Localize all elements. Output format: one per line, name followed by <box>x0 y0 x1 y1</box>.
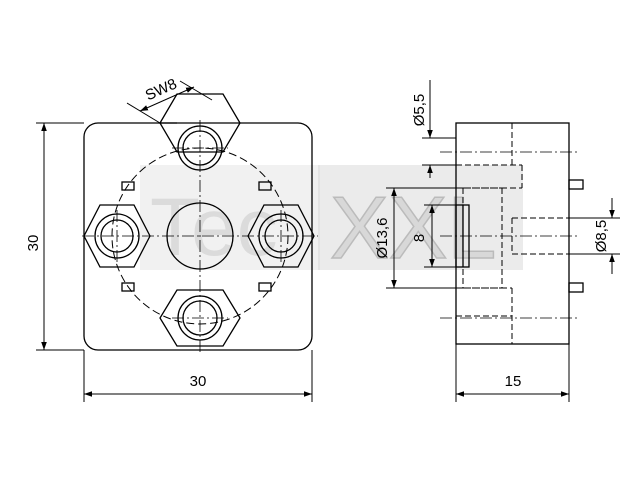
dim-front-height <box>36 122 84 351</box>
label-side-width: 15 <box>505 373 522 390</box>
slot-bl <box>121 282 135 292</box>
dim-side-width <box>455 344 570 402</box>
slot-tl <box>121 181 135 191</box>
label-front-height: 30 <box>25 235 42 252</box>
label-bore-depth: 8 <box>411 234 428 242</box>
dim-bore-depth <box>424 204 456 268</box>
side-view <box>386 80 620 402</box>
label-hole-small: Ø5,5 <box>411 94 428 127</box>
label-bore-outer: Ø13,6 <box>374 218 391 259</box>
slot-tr <box>258 181 272 191</box>
label-front-width: 30 <box>190 373 207 390</box>
watermark-right: XXL <box>330 178 496 277</box>
dim-pin-dia <box>569 198 620 274</box>
dim-front-width <box>83 350 313 402</box>
pin-top <box>568 179 584 190</box>
watermark-left: Tec <box>150 182 278 273</box>
watermark: Tec XXL <box>140 165 523 278</box>
slot-br <box>258 282 272 292</box>
dim-sw8 <box>126 80 213 124</box>
dim-bore-outer <box>386 187 463 289</box>
front-centerlines <box>82 120 318 352</box>
front-view <box>36 80 318 402</box>
pin-bottom <box>568 282 584 293</box>
dim-hole-small <box>422 80 456 178</box>
side-centerlines <box>440 151 580 319</box>
label-pin-dia: Ø8,5 <box>593 220 610 253</box>
